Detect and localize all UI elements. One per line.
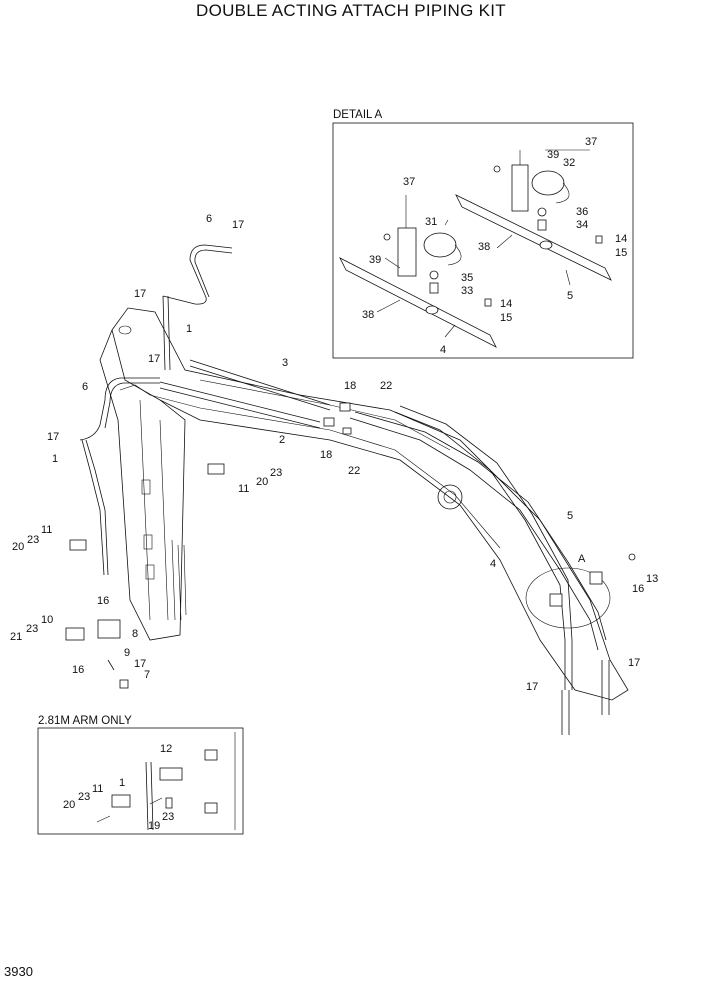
callout: 39: [547, 149, 559, 161]
detail-a-label: DETAIL A: [333, 109, 383, 121]
callout: 20: [256, 476, 268, 488]
callout: 4: [440, 344, 446, 356]
callout: 18: [320, 449, 332, 461]
callout: 38: [478, 241, 490, 253]
detail-a-callouts: 37 39 32 36 34 38 14 15 5 37 31 39 35 33…: [362, 136, 627, 356]
callout: 5: [567, 290, 573, 302]
callout: 3: [282, 357, 288, 369]
page-number: 3930: [4, 964, 33, 979]
callout: 12: [160, 743, 172, 755]
callout: 18: [344, 380, 356, 392]
callout: 11: [41, 524, 52, 536]
callout: 11: [92, 783, 103, 795]
callout: 39: [369, 254, 381, 266]
callout: 7: [144, 669, 150, 681]
callout: 13: [646, 573, 658, 585]
callout: 17: [232, 219, 244, 231]
callout: 16: [97, 595, 109, 607]
callout: 31: [425, 216, 437, 228]
callout: 23: [270, 467, 282, 479]
callout: 6: [82, 381, 88, 393]
callout: 15: [500, 312, 512, 324]
callout: 22: [380, 380, 392, 392]
callout: 8: [132, 628, 138, 640]
callout: A: [578, 553, 586, 565]
callout: 1: [119, 777, 125, 789]
callout: 17: [134, 288, 146, 300]
callout: 33: [461, 285, 473, 297]
callout: 1: [186, 323, 192, 335]
callout: 37: [403, 176, 415, 188]
callout: 16: [632, 583, 644, 595]
callout: 5: [567, 510, 573, 522]
callout: 14: [615, 233, 627, 245]
callout: 9: [124, 647, 130, 659]
callout: 21: [10, 631, 22, 643]
callout: 15: [615, 247, 627, 259]
arm-hoses: [65, 244, 233, 689]
callout: 10: [41, 614, 53, 626]
callout: 1: [52, 453, 58, 465]
inset-281m-box: 2.81M ARM ONLY: [37, 715, 244, 835]
callout: 14: [500, 298, 512, 310]
callout: 20: [12, 541, 24, 553]
callout: 38: [362, 309, 374, 321]
inset-281m-label: 2.81M ARM ONLY: [38, 715, 132, 727]
callout: 16: [72, 664, 84, 676]
callout: 17: [628, 657, 640, 669]
callout: 34: [576, 219, 588, 231]
boom-structure: [99, 307, 629, 701]
callout: 17: [134, 658, 146, 670]
inset-281m-callouts: 12 1 11 23 20 23 19: [63, 743, 174, 832]
callout: 32: [563, 157, 575, 169]
callout: 23: [78, 791, 90, 803]
callout: 36: [576, 206, 588, 218]
callout: 2: [279, 434, 285, 446]
detail-a-box: DETAIL A: [332, 109, 634, 359]
callout: 23: [26, 623, 38, 635]
callout: 6: [206, 213, 212, 225]
main-callouts: 6 17 17 1 17 6 17 1 3 18 22 2 18 22 23 2…: [10, 213, 658, 693]
callout: 20: [63, 799, 75, 811]
callout: 23: [27, 534, 39, 546]
callout: 23: [162, 811, 174, 823]
page-title: DOUBLE ACTING ATTACH PIPING KIT: [196, 1, 506, 20]
callout: 17: [526, 681, 538, 693]
callout: 17: [47, 431, 59, 443]
callout: 35: [461, 272, 473, 284]
boom-pipes: [159, 359, 636, 735]
callout: 11: [238, 483, 249, 495]
callout: 37: [585, 136, 597, 148]
callout: 17: [148, 353, 160, 365]
callout: 4: [490, 558, 496, 570]
callout: 22: [348, 465, 360, 477]
callout: 19: [148, 820, 160, 832]
